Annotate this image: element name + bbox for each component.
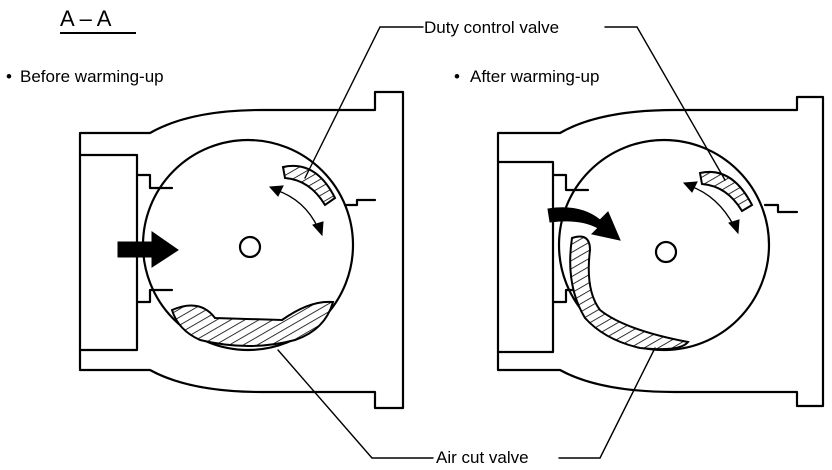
housing-after [496,95,825,408]
caption-bullet-after: • [454,67,460,86]
caption-bullet-before: • [6,67,12,86]
airflow-arrow-after [547,207,621,241]
section-title: A – A [60,6,112,31]
caption-before-warming-up: Before warming-up [20,67,164,86]
duty-control-valve-after [698,171,754,213]
label-air-cut-valve: Air cut valve [436,448,529,467]
rotation-arrow-before [268,185,324,237]
air-cut-valve-before [170,300,335,347]
label-duty-control-valve: Duty control valve [424,18,559,37]
rotation-arrow-after [682,181,740,235]
air-cut-valve-after [569,235,690,351]
leader-lines [277,26,726,459]
airflow-arrow-before [117,231,179,268]
duty-control-valve-before [281,165,337,207]
caption-after-warming-up: After warming-up [470,67,599,86]
